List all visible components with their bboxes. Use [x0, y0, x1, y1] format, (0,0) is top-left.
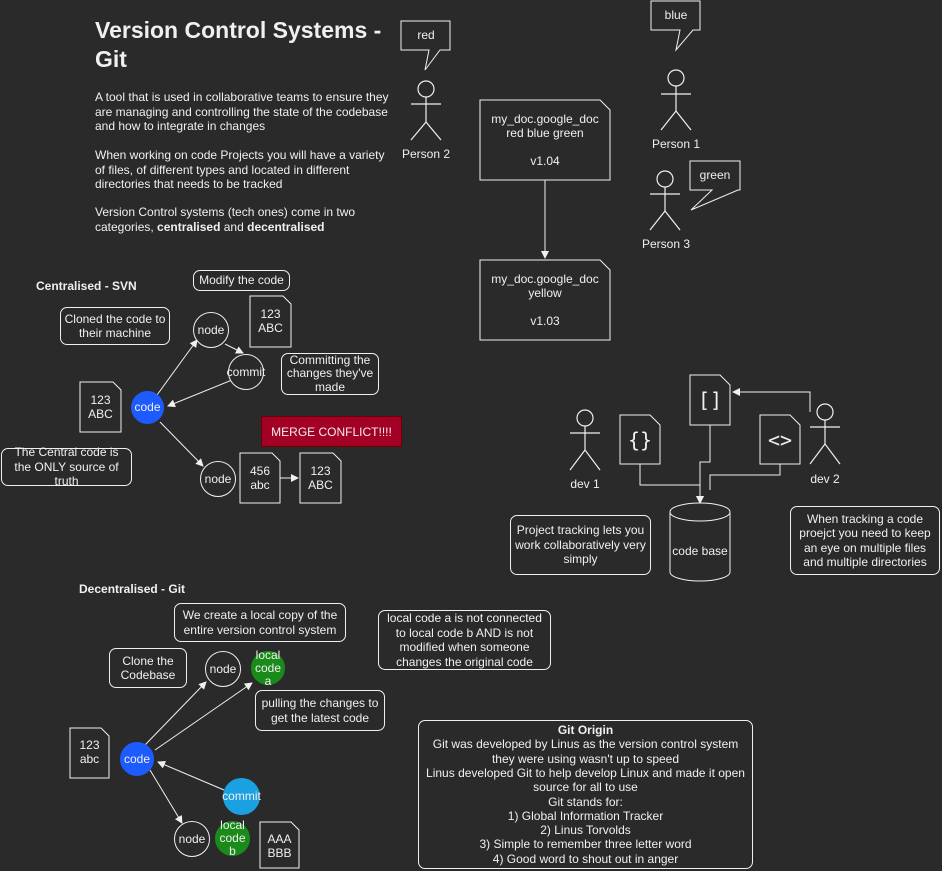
intro-centralised: centralised	[157, 219, 221, 234]
pulling-changes-label: pulling the changes to get the latest co…	[255, 690, 385, 731]
multi-files-note: When tracking a code proejct you need to…	[790, 506, 940, 575]
intro-p3-text: Version Control systems (tech ones) come…	[95, 205, 356, 234]
svn-doc-top: 123 ABC	[258, 307, 283, 335]
doc-v103-content: yellow	[528, 286, 562, 300]
doc-v104-name: my_doc.google_doc	[491, 112, 599, 126]
angle-brackets-icon: <>	[767, 428, 793, 452]
modify-code-label: Modify the code	[193, 270, 290, 291]
centralised-heading: Centralised - SVN	[36, 279, 137, 293]
git-origin-line: 2) Linus Torvolds	[540, 823, 631, 838]
page-title: Version Control Systems - Git	[95, 17, 382, 72]
doc-v104-version: v1.04	[530, 154, 560, 168]
doc-v104-shape	[479, 99, 611, 181]
central-source-label: The Central code is the ONLY source of t…	[1, 445, 132, 488]
intro-and: and	[220, 219, 248, 234]
person1-figure	[660, 69, 692, 131]
git-origin-heading: Git Origin	[557, 723, 614, 738]
doc-v104: my_doc.google_doc red blue green v1.04	[480, 112, 610, 168]
git-origin-line: Git stands for:	[548, 794, 623, 809]
committing-label: Committing the changes they've made	[281, 353, 379, 395]
person3-label: Person 3	[641, 237, 691, 251]
intro-paragraph-3: Version Control systems (tech ones) come…	[95, 205, 395, 234]
svn-doc-right: 123 ABC	[308, 464, 333, 492]
bubble-green-text: green	[699, 168, 731, 182]
git-code-node: code	[120, 742, 154, 776]
doc-v104-content: red blue green	[506, 126, 584, 140]
git-origin-line: Git was developed by Linus as the versio…	[432, 737, 739, 766]
svn-doc-left: 123 ABC	[88, 393, 113, 421]
doc-v103-name: my_doc.google_doc	[491, 272, 599, 286]
git-origin-line: Linus developed Git to help develop Linu…	[426, 765, 745, 795]
person1-label: Person 1	[651, 137, 701, 151]
speech-bubble-blue	[650, 0, 701, 52]
git-origin-line: 4) Good word to shout out in anger	[492, 851, 679, 866]
local-copy-label: We create a local copy of the entire ver…	[174, 603, 346, 642]
decentralised-heading: Decentralised - Git	[79, 582, 186, 596]
doc-v103: my_doc.google_doc yellow v1.03	[480, 272, 610, 328]
git-origin-line: 3) Simple to remember three letter word	[479, 837, 692, 852]
project-tracking-note: Project tracking lets you work collabora…	[510, 515, 651, 575]
git-origin-box: Git Origin Git was developed by Linus as…	[418, 720, 753, 869]
git-local-code-b: local code b	[215, 819, 250, 858]
intro-paragraph-2: When working on code Projects you will h…	[95, 148, 385, 191]
doc-v103-shape	[479, 259, 611, 341]
speech-bubble-green	[689, 160, 741, 211]
svn-node-bottom: node	[200, 461, 236, 497]
git-local-code-a: local code a	[251, 648, 285, 687]
clone-codebase-label: Clone the Codebase	[109, 648, 187, 688]
svn-doc-456: 456 abc	[249, 464, 271, 492]
intro-decentralised: decentralised	[247, 219, 325, 234]
git-commit-node: commit	[222, 778, 261, 815]
dev2-figure	[809, 403, 841, 465]
dev1-figure	[569, 409, 601, 471]
cloned-code-label: Cloned the code to their machine	[60, 307, 170, 345]
person3-figure	[649, 170, 681, 231]
square-brackets-icon: []	[697, 388, 723, 412]
svn-node-top: node	[193, 312, 229, 348]
git-origin-line: 1) Global Information Tracker	[507, 808, 664, 823]
git-node-top: node	[205, 651, 241, 687]
dev2-label: dev 2	[810, 472, 840, 486]
not-connected-note: local code a is not connected to local c…	[378, 610, 551, 670]
person2-label: Person 2	[401, 147, 451, 161]
svn-code-node: code	[131, 391, 164, 424]
person2-figure	[410, 80, 442, 141]
git-doc-left: 123 abc	[79, 738, 100, 766]
intro-paragraph-1: A tool that is used in collaborative tea…	[95, 90, 389, 133]
svn-commit-node: commit	[227, 354, 265, 390]
doc-v103-version: v1.03	[530, 314, 560, 328]
codebase-cylinder	[669, 502, 731, 582]
git-node-bottom: node	[174, 821, 210, 857]
merge-conflict-badge: MERGE CONFLICT!!!!	[261, 416, 402, 447]
dev1-label: dev 1	[570, 477, 600, 491]
bubble-red-text: red	[417, 28, 435, 42]
git-doc-aaa: AAA BBB	[267, 832, 292, 860]
bubble-blue-text: blue	[664, 8, 688, 22]
speech-bubble-red	[400, 20, 451, 71]
codebase-label: code base	[672, 544, 728, 558]
curly-braces-icon: {}	[627, 428, 653, 452]
